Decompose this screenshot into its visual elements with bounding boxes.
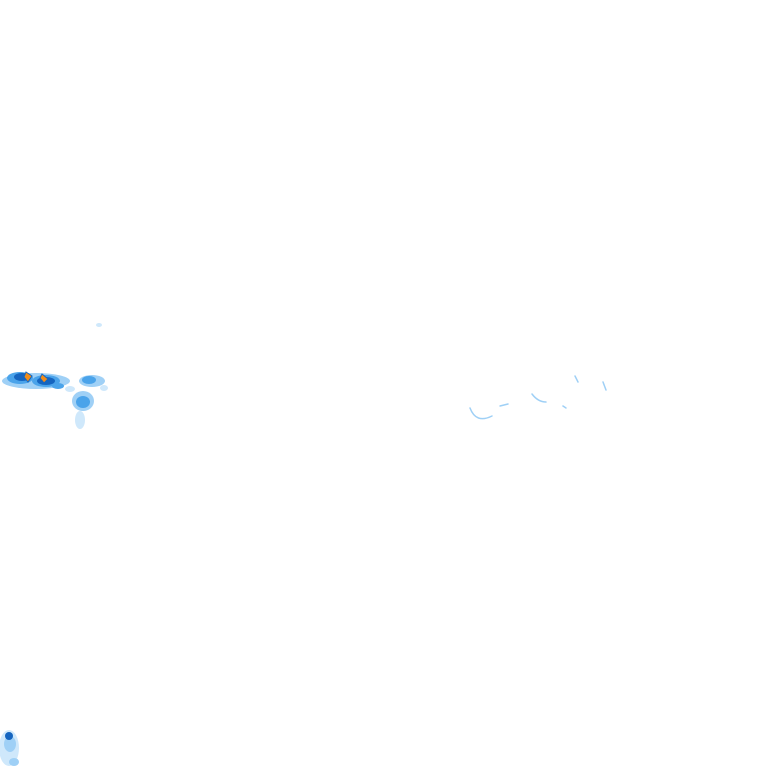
echo-heavy-cell-2 <box>39 373 49 384</box>
echo-cell-d <box>65 386 75 392</box>
faint-arc-2 <box>499 403 509 407</box>
echo-cell-a-core <box>82 376 96 384</box>
echo-cell-e <box>100 385 108 391</box>
echo-cell-b-core <box>76 396 90 408</box>
echo-cell-c <box>75 411 85 429</box>
echo-faint-arcs <box>469 375 607 420</box>
faint-arc-1 <box>469 407 493 420</box>
echo-cell-f <box>96 323 102 327</box>
faint-arc-3 <box>531 393 547 403</box>
echo-cluster-southwest <box>0 730 19 766</box>
echo-sw-light <box>4 736 16 752</box>
echo-cluster-west <box>2 371 70 389</box>
echo-heavy-cell-1 <box>23 371 33 383</box>
echo-sw-core <box>5 732 13 740</box>
faint-arc-5 <box>602 381 607 391</box>
faint-arc-6 <box>562 405 567 409</box>
echo-sw-bottom <box>9 758 19 766</box>
echo-cluster-scattered <box>65 323 108 429</box>
echo-trail <box>52 383 64 389</box>
faint-arc-4 <box>574 375 579 383</box>
